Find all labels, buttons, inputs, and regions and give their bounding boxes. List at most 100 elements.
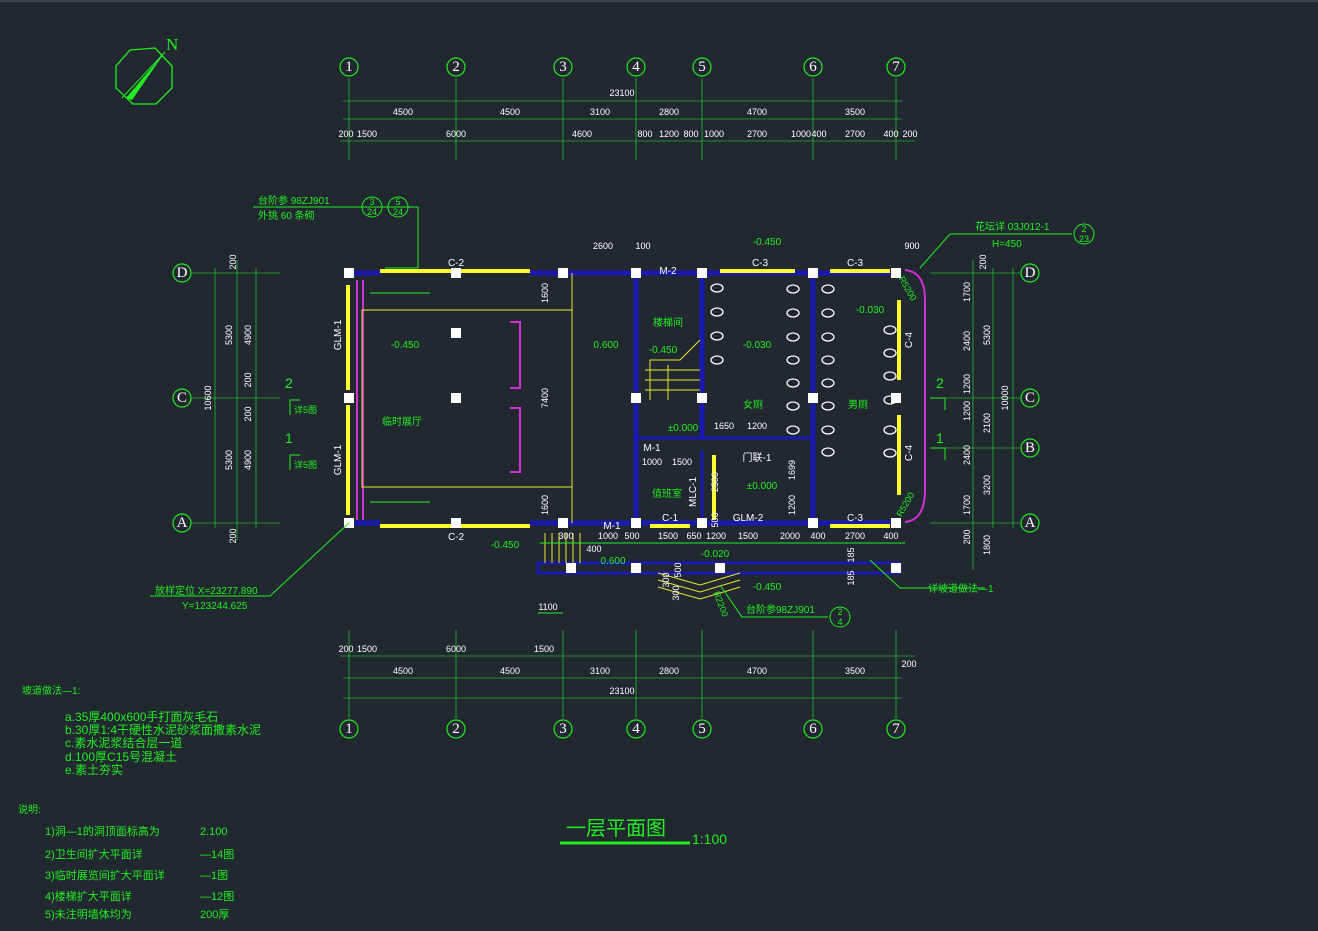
axis-bubbles-bottom: 1 2 3 4 5 6 7: [339, 719, 906, 739]
svg-text:5)未注明墙体均为: 5)未注明墙体均为: [45, 907, 132, 921]
column: [891, 563, 901, 573]
toilet-fixture: [821, 447, 835, 457]
svg-text:C-3: C-3: [847, 258, 864, 269]
svg-text:C-2: C-2: [448, 258, 465, 269]
svg-text:1: 1: [345, 59, 353, 75]
drawing-title-block: 一层平面图 1:100: [560, 818, 727, 847]
svg-text:±0.000: ±0.000: [668, 423, 699, 434]
svg-text:1699: 1699: [787, 460, 797, 480]
svg-text:2: 2: [936, 375, 944, 391]
svg-text:放样定位 X=23277.890: 放样定位 X=23277.890: [155, 584, 258, 597]
svg-text:200: 200: [228, 254, 238, 269]
svg-text:GLM-1: GLM-1: [333, 319, 344, 350]
svg-text:2: 2: [452, 59, 460, 75]
svg-text:M-1: M-1: [603, 521, 621, 532]
toilet-fixture: [786, 378, 800, 388]
svg-text:2.100: 2.100: [200, 826, 228, 838]
elevation-marks: -0.450 0.600 -0.450 -0.030 -0.030 -0.450…: [391, 237, 885, 593]
svg-text:2500: 2500: [710, 472, 720, 492]
svg-text:GLM-1: GLM-1: [333, 444, 344, 475]
svg-text:1200: 1200: [962, 374, 972, 394]
svg-text:详坡道做法—1: 详坡道做法—1: [928, 582, 994, 595]
svg-text:坡道做法—1:: 坡道做法—1:: [22, 684, 80, 697]
svg-text:2600: 2600: [593, 241, 613, 251]
column: [808, 393, 818, 403]
svg-text:C: C: [1025, 390, 1035, 406]
toilet-fixture: [786, 308, 800, 318]
svg-text:M-2: M-2: [659, 266, 677, 277]
axis-bubbles-rows: D C A D C B A: [172, 263, 1040, 533]
toilet-fixture: [821, 355, 835, 365]
svg-text:6: 6: [809, 721, 817, 737]
svg-text:900: 900: [904, 241, 919, 251]
svg-text:10000: 10000: [1000, 385, 1010, 410]
svg-text:200: 200: [243, 372, 253, 387]
toilet-fixture: [821, 332, 835, 342]
section-marks: 2 详5图 1 详5图 2 1: [285, 375, 946, 470]
svg-text:200: 200: [243, 406, 253, 421]
svg-text:400: 400: [586, 544, 601, 554]
column: [451, 393, 461, 403]
svg-text:台阶参 98ZJ901: 台阶参 98ZJ901: [258, 194, 330, 207]
exhibition-hall-lines: [361, 273, 573, 523]
svg-text:1500: 1500: [357, 644, 377, 654]
svg-text:5300: 5300: [224, 450, 234, 470]
svg-text:C-1: C-1: [662, 513, 679, 524]
column: [808, 268, 818, 278]
column: [715, 563, 725, 573]
column: [631, 393, 641, 403]
svg-text:185: 185: [846, 570, 856, 585]
svg-text:4500: 4500: [500, 666, 520, 676]
callout-ramp: 详坡道做法—1: [869, 559, 994, 595]
column: [566, 563, 576, 573]
columns: [344, 268, 901, 573]
toilet-fixture: [883, 371, 897, 381]
svg-text:200: 200: [978, 254, 988, 269]
column: [451, 268, 461, 278]
svg-text:b.30厚1:4干硬性水泥砂浆面撒素水泥: b.30厚1:4干硬性水泥砂浆面撒素水泥: [65, 722, 261, 737]
svg-text:1600: 1600: [540, 283, 550, 303]
svg-text:d.100厚C15号混凝土: d.100厚C15号混凝土: [65, 749, 177, 764]
svg-text:D: D: [1025, 265, 1036, 281]
column: [558, 268, 568, 278]
svg-text:-0.450: -0.450: [391, 340, 420, 351]
svg-text:-0.450: -0.450: [753, 582, 782, 593]
top-dimensions: 23100 4500 4500 3100 2800 4700 3500 200 …: [338, 88, 917, 139]
svg-text:2800: 2800: [659, 107, 679, 117]
column: [451, 518, 461, 528]
svg-text:6000: 6000: [446, 129, 466, 139]
svg-text:400: 400: [883, 531, 898, 541]
svg-text:7: 7: [892, 721, 900, 737]
svg-text:2700: 2700: [747, 129, 767, 139]
svg-text:1)洞—1的洞顶面标高为: 1)洞—1的洞顶面标高为: [45, 824, 160, 838]
svg-text:1000: 1000: [642, 457, 662, 467]
svg-text:1700: 1700: [962, 282, 972, 302]
svg-text:200: 200: [338, 129, 353, 139]
svg-text:1100: 1100: [538, 602, 557, 612]
stair: [544, 339, 741, 600]
svg-text:H=450: H=450: [992, 239, 1022, 250]
svg-text:C-4: C-4: [904, 445, 915, 462]
svg-text:7: 7: [892, 59, 900, 75]
svg-text:5300: 5300: [982, 325, 992, 345]
svg-text:A: A: [1025, 515, 1036, 531]
svg-text:5: 5: [698, 59, 706, 75]
column: [808, 518, 818, 528]
svg-text:3: 3: [559, 59, 567, 75]
right-dimensions: 200 1700 5300 2400 1200 10000 1200 2100 …: [962, 254, 1010, 555]
svg-text:2: 2: [285, 375, 293, 391]
axis-bubbles-top: 1 2 3 4 5 6 7: [339, 57, 906, 77]
svg-text:2100: 2100: [982, 413, 992, 433]
toilet-fixture: [710, 283, 724, 293]
svg-text:门联-1: 门联-1: [743, 451, 772, 464]
svg-text:500: 500: [673, 562, 683, 577]
svg-text:C: C: [177, 390, 187, 406]
toilet-fixture: [821, 425, 835, 435]
callout-planter: 花坛详 03J012-1 H=450 223: [919, 220, 1095, 269]
svg-text:-0.450: -0.450: [649, 345, 678, 356]
svg-text:1200: 1200: [706, 531, 726, 541]
grid-lines: [192, 78, 1020, 718]
svg-text:a.35厚400x600手打面灰毛石: a.35厚400x600手打面灰毛石: [65, 710, 218, 724]
svg-text:-0.450: -0.450: [491, 540, 520, 551]
